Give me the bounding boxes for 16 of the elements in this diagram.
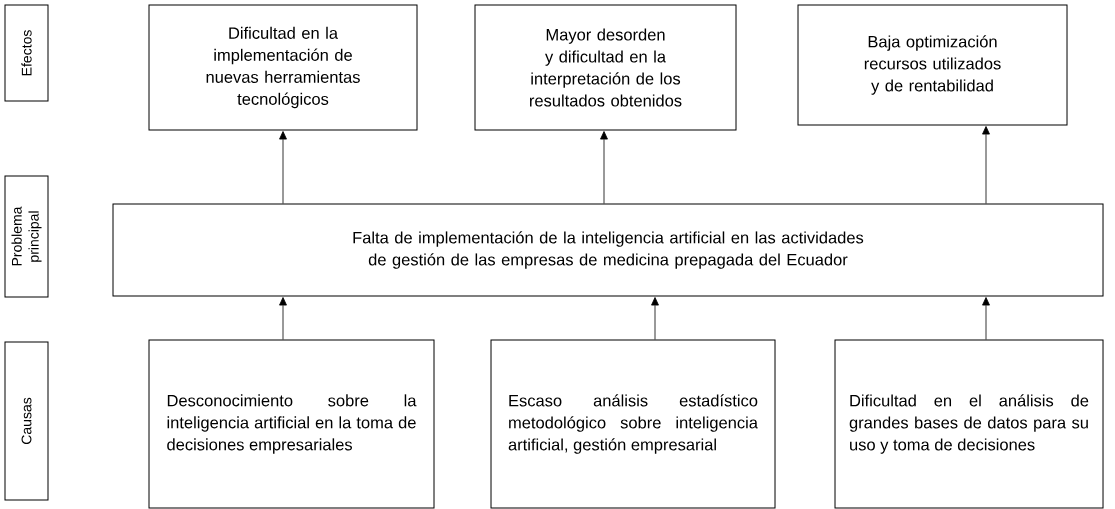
row-label: Problema principal bbox=[4, 175, 49, 298]
arrow bbox=[279, 131, 287, 204]
row-label: Causas bbox=[4, 341, 49, 501]
row-label: Efectos bbox=[4, 4, 49, 102]
effect-box: Mayor desorden y dificultad en la interpretación de los resultados obtenidos bbox=[474, 4, 737, 131]
effect-box: Baja optimización recursos utilizados y de rentabilidad bbox=[797, 4, 1068, 126]
arrow bbox=[600, 131, 608, 204]
arrow bbox=[279, 297, 287, 340]
arrow bbox=[982, 126, 990, 204]
effect-box: Dificultad en la implementación de nuevas herramientas tecnológicos bbox=[148, 4, 418, 131]
problem-box: Falta de implementación de la inteligencia artificial en las actividades de gestión de las empresas de medicina prepagada del Ecuador bbox=[112, 203, 1104, 297]
cause-box: Escaso análisis estadístico metodológico sobre inteligencia artificial, gestión empresarial bbox=[490, 339, 776, 509]
arrow bbox=[982, 297, 990, 340]
cause-box: Dificultad en el análisis de grandes bases de datos para su uso y toma de decisiones bbox=[834, 339, 1104, 509]
cause-box: Desconocimiento sobre la inteligencia artificial en la toma de decisiones empresariales bbox=[148, 339, 435, 509]
arrow bbox=[651, 297, 659, 340]
